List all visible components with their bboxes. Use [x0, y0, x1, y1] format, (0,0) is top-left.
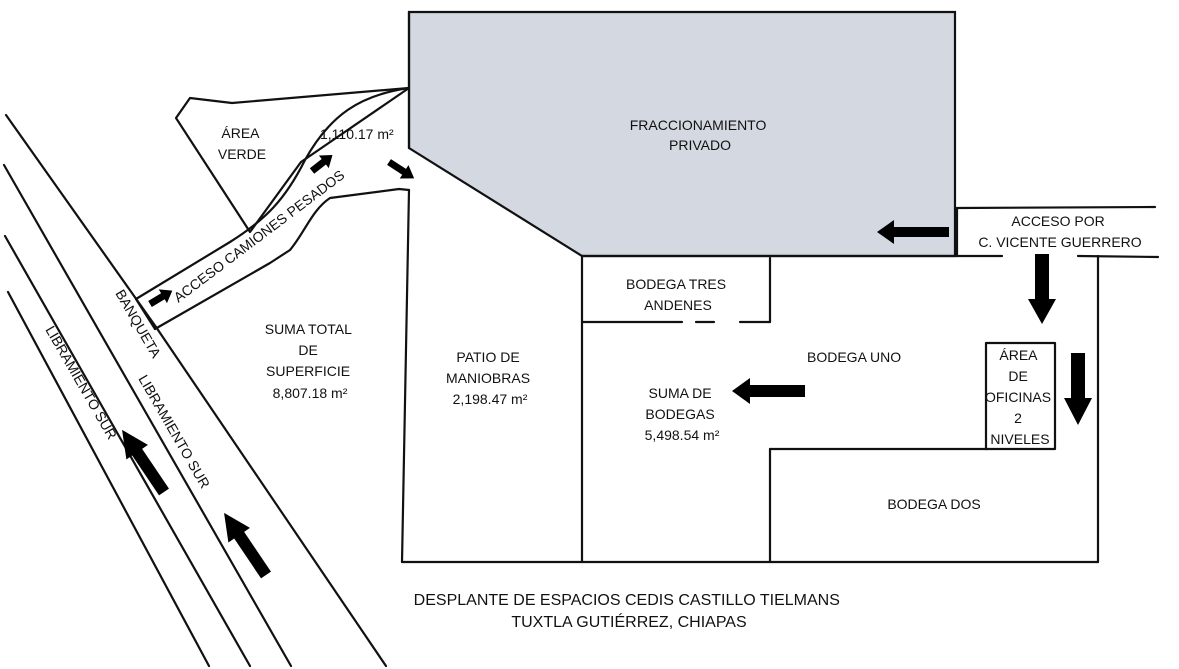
arrow-up-right-icon [309, 154, 333, 174]
oficinas-outline [984, 341, 1057, 451]
bodega-uno-label: BODEGA UNO [807, 349, 901, 365]
building-walls [400, 10, 1160, 564]
suma-bodegas-label: SUMA DE BODEGAS 5,498.54 m² [645, 385, 720, 443]
arrow-down-icon [1028, 254, 1056, 324]
arrow-right-icon [148, 289, 173, 308]
suma-total-label: SUMA TOTAL DE SUPERFICIE 8,807.18 m² [265, 321, 356, 401]
area-verde-outline [174, 86, 411, 234]
area-1110-label: 1,110.17 m² [320, 126, 394, 142]
fraccionamiento-label: FRACCIONAMIENTO PRIVADO [630, 117, 771, 153]
patio-label: PATIO DE MANIOBRAS 2,198.47 m² [446, 349, 534, 407]
arrow-left-icon [732, 378, 805, 404]
arrow-up-left-icon [122, 429, 169, 496]
arrow-left-icon [877, 220, 949, 244]
bodega-dos-label: BODEGA DOS [887, 496, 980, 512]
area-verde-label: ÁREA VERDE [218, 125, 266, 162]
acceso-camiones-road [134, 86, 411, 331]
arrow-down-icon [1064, 353, 1092, 425]
arrow-up-left-icon [224, 512, 271, 579]
bodega-tres-label: BODEGA TRES ANDENES [626, 276, 730, 313]
plan-caption: DESPLANTE DE ESPACIOS CEDIS CASTILLO TIE… [414, 592, 845, 631]
arrow-down-right-icon [387, 159, 415, 179]
acceso-por-label: ACCESO POR C. VICENTE GUERRERO [978, 213, 1141, 250]
oficinas-label: ÁREA DE OFICINAS 2 NIVELES [985, 347, 1055, 447]
arrow-icons [122, 154, 1092, 579]
